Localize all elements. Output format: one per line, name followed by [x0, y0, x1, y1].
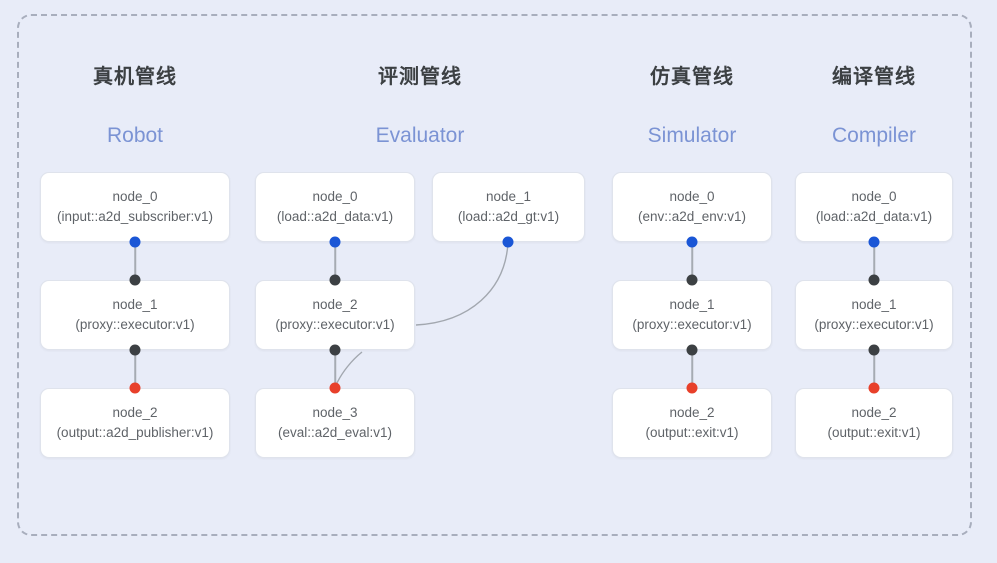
- node-robot-0[interactable]: node_0 (input::a2d_subscriber:v1): [40, 172, 230, 242]
- node-label: node_2: [312, 296, 358, 312]
- port-robot-0-output[interactable]: [129, 236, 141, 248]
- node-robot-1[interactable]: node_1 (proxy::executor:v1): [40, 280, 230, 350]
- node-label: node_1: [485, 188, 532, 204]
- link-evaluator-2-3: [334, 350, 336, 388]
- port-robot-1-output[interactable]: [129, 344, 141, 356]
- node-evaluator-2[interactable]: node_2 (proxy::executor:v1): [255, 280, 415, 350]
- node-label: node_0: [112, 188, 158, 204]
- pipeline-column-evaluator: 评测管线 Evaluator: [255, 0, 585, 563]
- column-title-cn-simulator: 仿真管线: [650, 66, 734, 88]
- pipeline-column-compiler: 编译管线 Compiler: [795, 0, 953, 563]
- port-robot-1-input[interactable]: [129, 274, 141, 286]
- port-simulator-1-output[interactable]: [686, 344, 698, 356]
- node-compiler-0[interactable]: node_0 (load::a2d_data:v1): [795, 172, 953, 242]
- node-impl: (proxy::executor:v1): [275, 317, 395, 332]
- port-evaluator-1-output[interactable]: [502, 236, 514, 248]
- column-title-en-simulator: Simulator: [647, 124, 737, 147]
- port-compiler-2-input[interactable]: [868, 382, 880, 394]
- link-simulator-0-1: [691, 242, 693, 280]
- port-evaluator-2-input[interactable]: [329, 274, 341, 286]
- link-robot-0-1: [134, 242, 136, 280]
- node-robot-2[interactable]: node_2 (output::a2d_publisher:v1): [40, 388, 230, 458]
- pipeline-column-robot: 真机管线 Robot: [40, 0, 230, 563]
- node-impl: (output::exit:v1): [645, 425, 739, 440]
- link-compiler-1-2: [873, 350, 875, 388]
- column-title-cn-evaluator: 评测管线: [378, 66, 462, 88]
- node-label: node_0: [669, 188, 715, 204]
- node-impl: (load::a2d_gt:v1): [457, 209, 560, 224]
- node-impl: (proxy::executor:v1): [75, 317, 195, 332]
- node-label: node_2: [112, 404, 158, 420]
- node-impl: (load::a2d_data:v1): [815, 209, 933, 224]
- port-compiler-1-input[interactable]: [868, 274, 880, 286]
- node-label: node_0: [851, 188, 897, 204]
- node-impl: (env::a2d_env:v1): [637, 209, 747, 224]
- node-compiler-1[interactable]: node_1 (proxy::executor:v1): [795, 280, 953, 350]
- node-label: node_1: [669, 296, 715, 312]
- node-label: node_3: [312, 404, 358, 420]
- port-evaluator-0-output[interactable]: [329, 236, 341, 248]
- node-evaluator-3[interactable]: node_3 (eval::a2d_eval:v1): [255, 388, 415, 458]
- node-label: node_2: [669, 404, 715, 420]
- column-title-cn-robot: 真机管线: [93, 66, 177, 88]
- node-impl: (load::a2d_data:v1): [276, 209, 394, 224]
- node-impl: (output::exit:v1): [827, 425, 921, 440]
- link-compiler-0-1: [873, 242, 875, 280]
- link-simulator-1-2: [691, 350, 693, 388]
- column-title-en-compiler: Compiler: [831, 124, 917, 147]
- column-title-en-evaluator: Evaluator: [375, 124, 465, 147]
- node-label: node_1: [112, 296, 158, 312]
- column-title-en-robot: Robot: [106, 124, 164, 147]
- node-impl: (eval::a2d_eval:v1): [277, 425, 393, 440]
- port-simulator-0-output[interactable]: [686, 236, 698, 248]
- node-label: node_0: [312, 188, 358, 204]
- port-simulator-1-input[interactable]: [686, 274, 698, 286]
- pipeline-column-simulator: 仿真管线 Simulator: [612, 0, 772, 563]
- link-evaluator-0-2: [334, 242, 336, 280]
- node-impl: (output::a2d_publisher:v1): [56, 425, 214, 440]
- dashed-container-frame: [17, 14, 972, 536]
- node-compiler-2[interactable]: node_2 (output::exit:v1): [795, 388, 953, 458]
- port-compiler-0-output[interactable]: [868, 236, 880, 248]
- node-simulator-2[interactable]: node_2 (output::exit:v1): [612, 388, 772, 458]
- node-impl: (input::a2d_subscriber:v1): [56, 209, 214, 224]
- port-evaluator-3-input[interactable]: [329, 382, 341, 394]
- link-robot-1-2: [134, 350, 136, 388]
- port-compiler-1-output[interactable]: [868, 344, 880, 356]
- port-simulator-2-input[interactable]: [686, 382, 698, 394]
- node-label: node_2: [851, 404, 897, 420]
- column-title-cn-compiler: 编译管线: [832, 66, 916, 88]
- node-evaluator-0[interactable]: node_0 (load::a2d_data:v1): [255, 172, 415, 242]
- port-robot-2-input[interactable]: [129, 382, 141, 394]
- node-impl: (proxy::executor:v1): [814, 317, 934, 332]
- node-evaluator-1[interactable]: node_1 (load::a2d_gt:v1): [432, 172, 585, 242]
- node-label: node_1: [851, 296, 897, 312]
- node-simulator-1[interactable]: node_1 (proxy::executor:v1): [612, 280, 772, 350]
- node-simulator-0[interactable]: node_0 (env::a2d_env:v1): [612, 172, 772, 242]
- node-impl: (proxy::executor:v1): [632, 317, 752, 332]
- port-evaluator-2-output[interactable]: [329, 344, 341, 356]
